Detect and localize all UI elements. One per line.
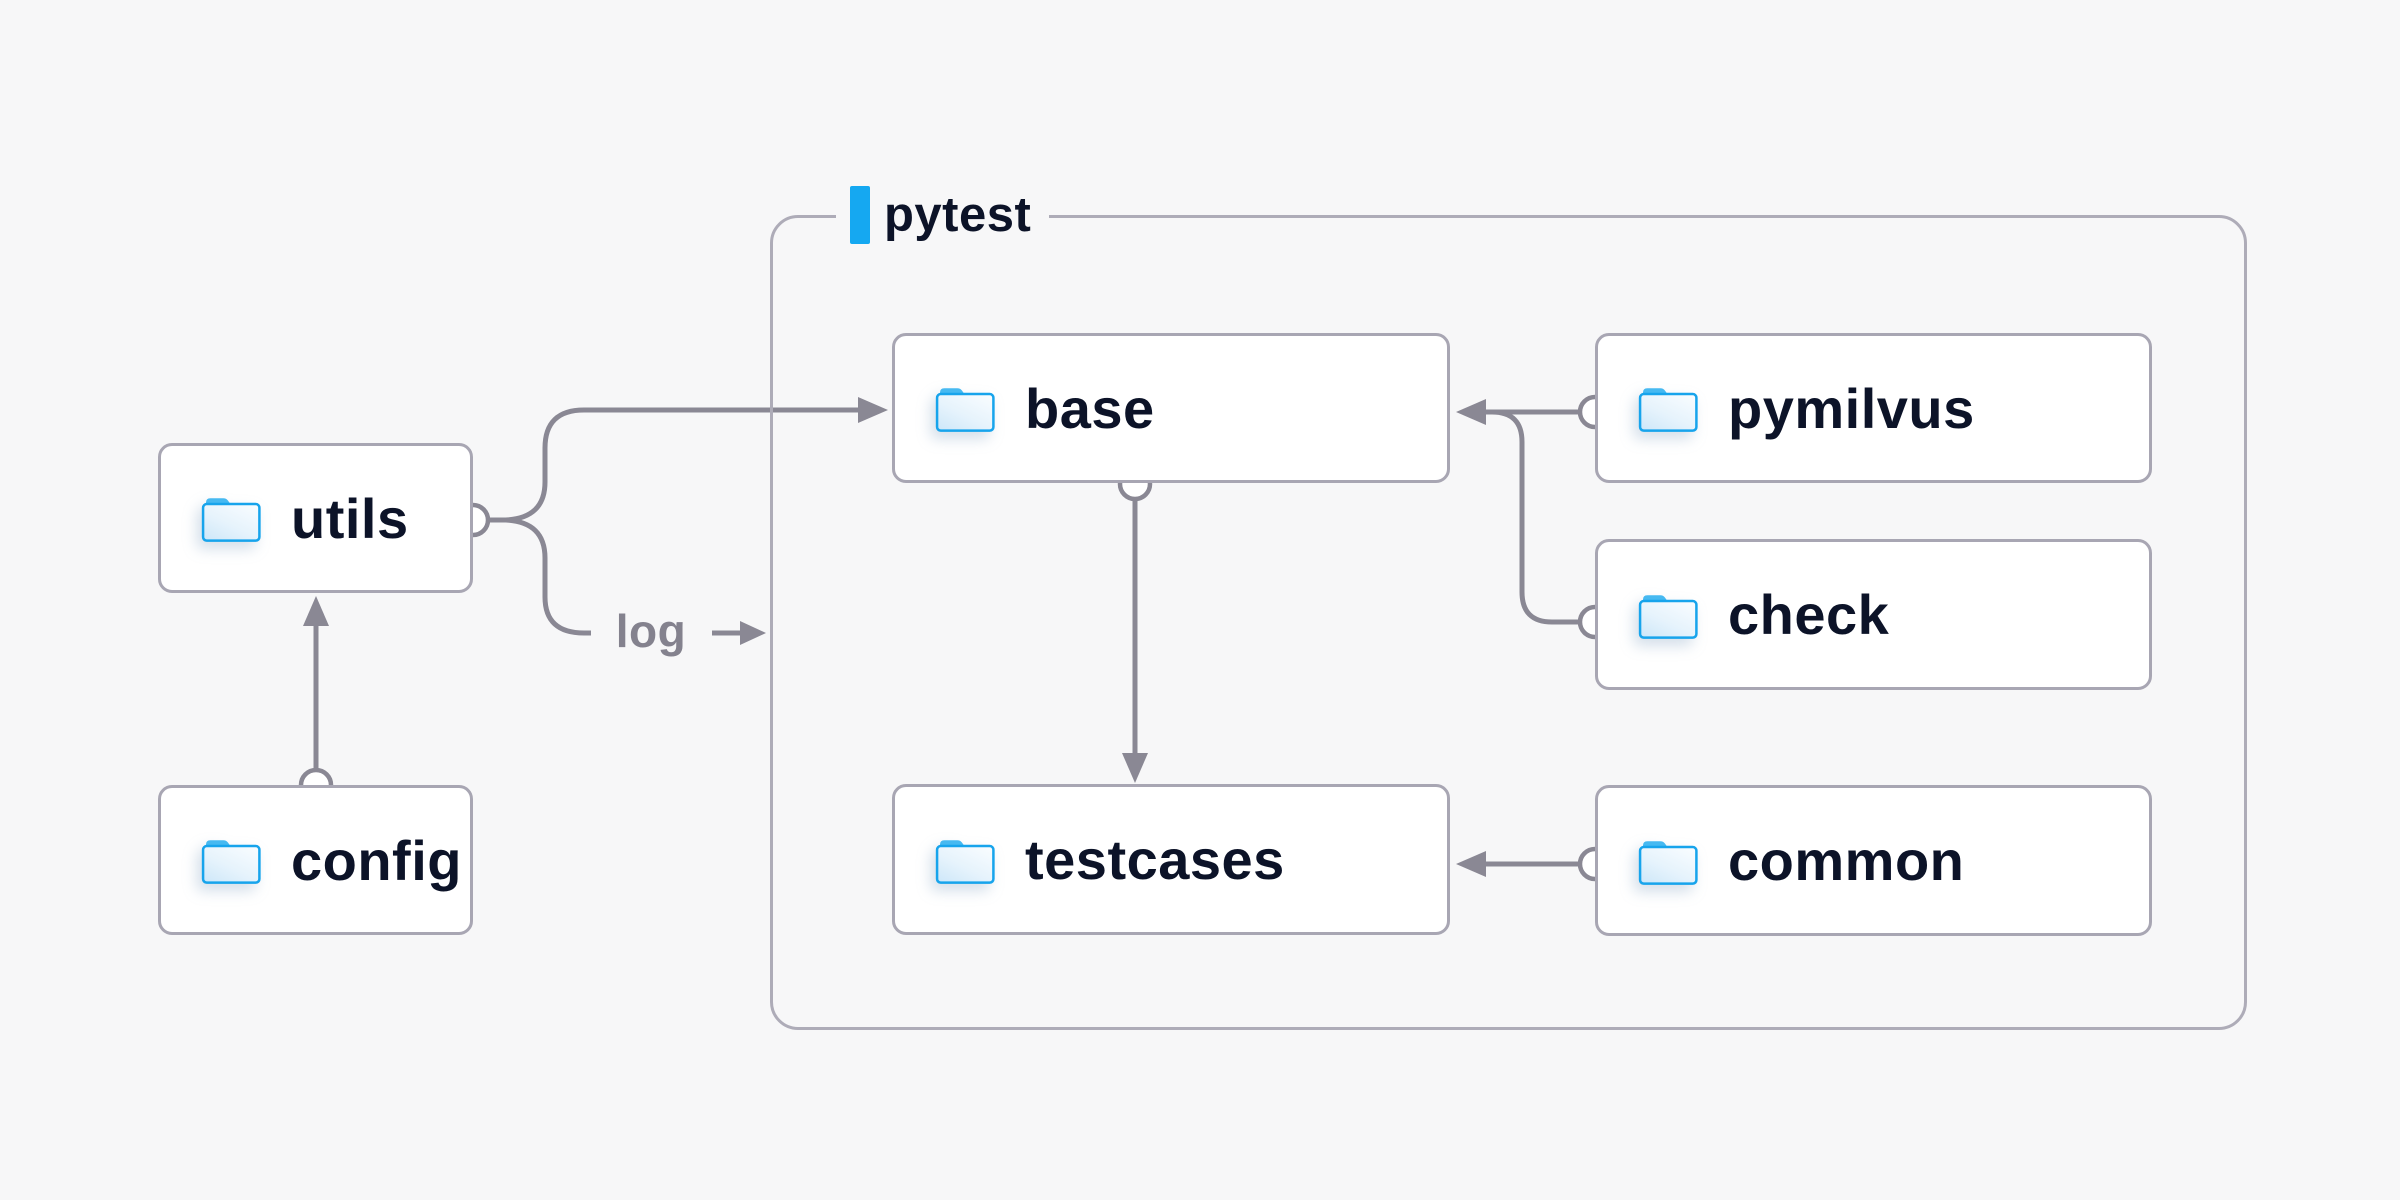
node-label: pymilvus	[1728, 376, 1975, 440]
node-base: base	[892, 333, 1450, 483]
edge-utils-log	[488, 517, 591, 636]
node-label: check	[1728, 583, 1890, 646]
node-label: common	[1728, 829, 1965, 892]
arrowhead-left2-icon	[1456, 851, 1486, 877]
node-label: testcases	[1025, 828, 1285, 891]
pytest-group-title: pytest	[884, 188, 1032, 242]
edge-check-base	[1491, 409, 1580, 625]
node-common: common	[1595, 785, 2152, 936]
arrowhead-right-icon	[858, 397, 888, 423]
accent-bar-icon	[850, 186, 870, 244]
node-check: check	[1595, 539, 2152, 690]
folder-icon	[935, 839, 995, 884]
node-testcases: testcases	[892, 784, 1450, 935]
node-utils: utils	[158, 443, 473, 593]
edge-utils-base	[488, 407, 860, 523]
folder-icon	[201, 498, 261, 542]
node-label: utils	[291, 486, 409, 550]
arrowhead-up-icon	[303, 596, 329, 626]
arrowhead-log-icon	[740, 621, 766, 645]
pytest-group-label: pytest	[836, 180, 1050, 250]
node-config: config	[158, 785, 473, 935]
node-label: config	[291, 828, 462, 892]
node-pymilvus: pymilvus	[1595, 333, 2152, 483]
pytest-group-border	[770, 215, 2247, 1030]
folder-icon	[1638, 594, 1698, 639]
folder-icon	[1638, 840, 1698, 885]
folder-icon	[935, 388, 995, 432]
arrowhead-down-icon	[1122, 753, 1148, 783]
folder-icon	[201, 840, 261, 884]
node-label: base	[1025, 376, 1155, 440]
folder-icon	[1638, 388, 1698, 432]
arrowhead-left-icon	[1456, 399, 1486, 425]
edge-label-log: log	[615, 605, 687, 657]
